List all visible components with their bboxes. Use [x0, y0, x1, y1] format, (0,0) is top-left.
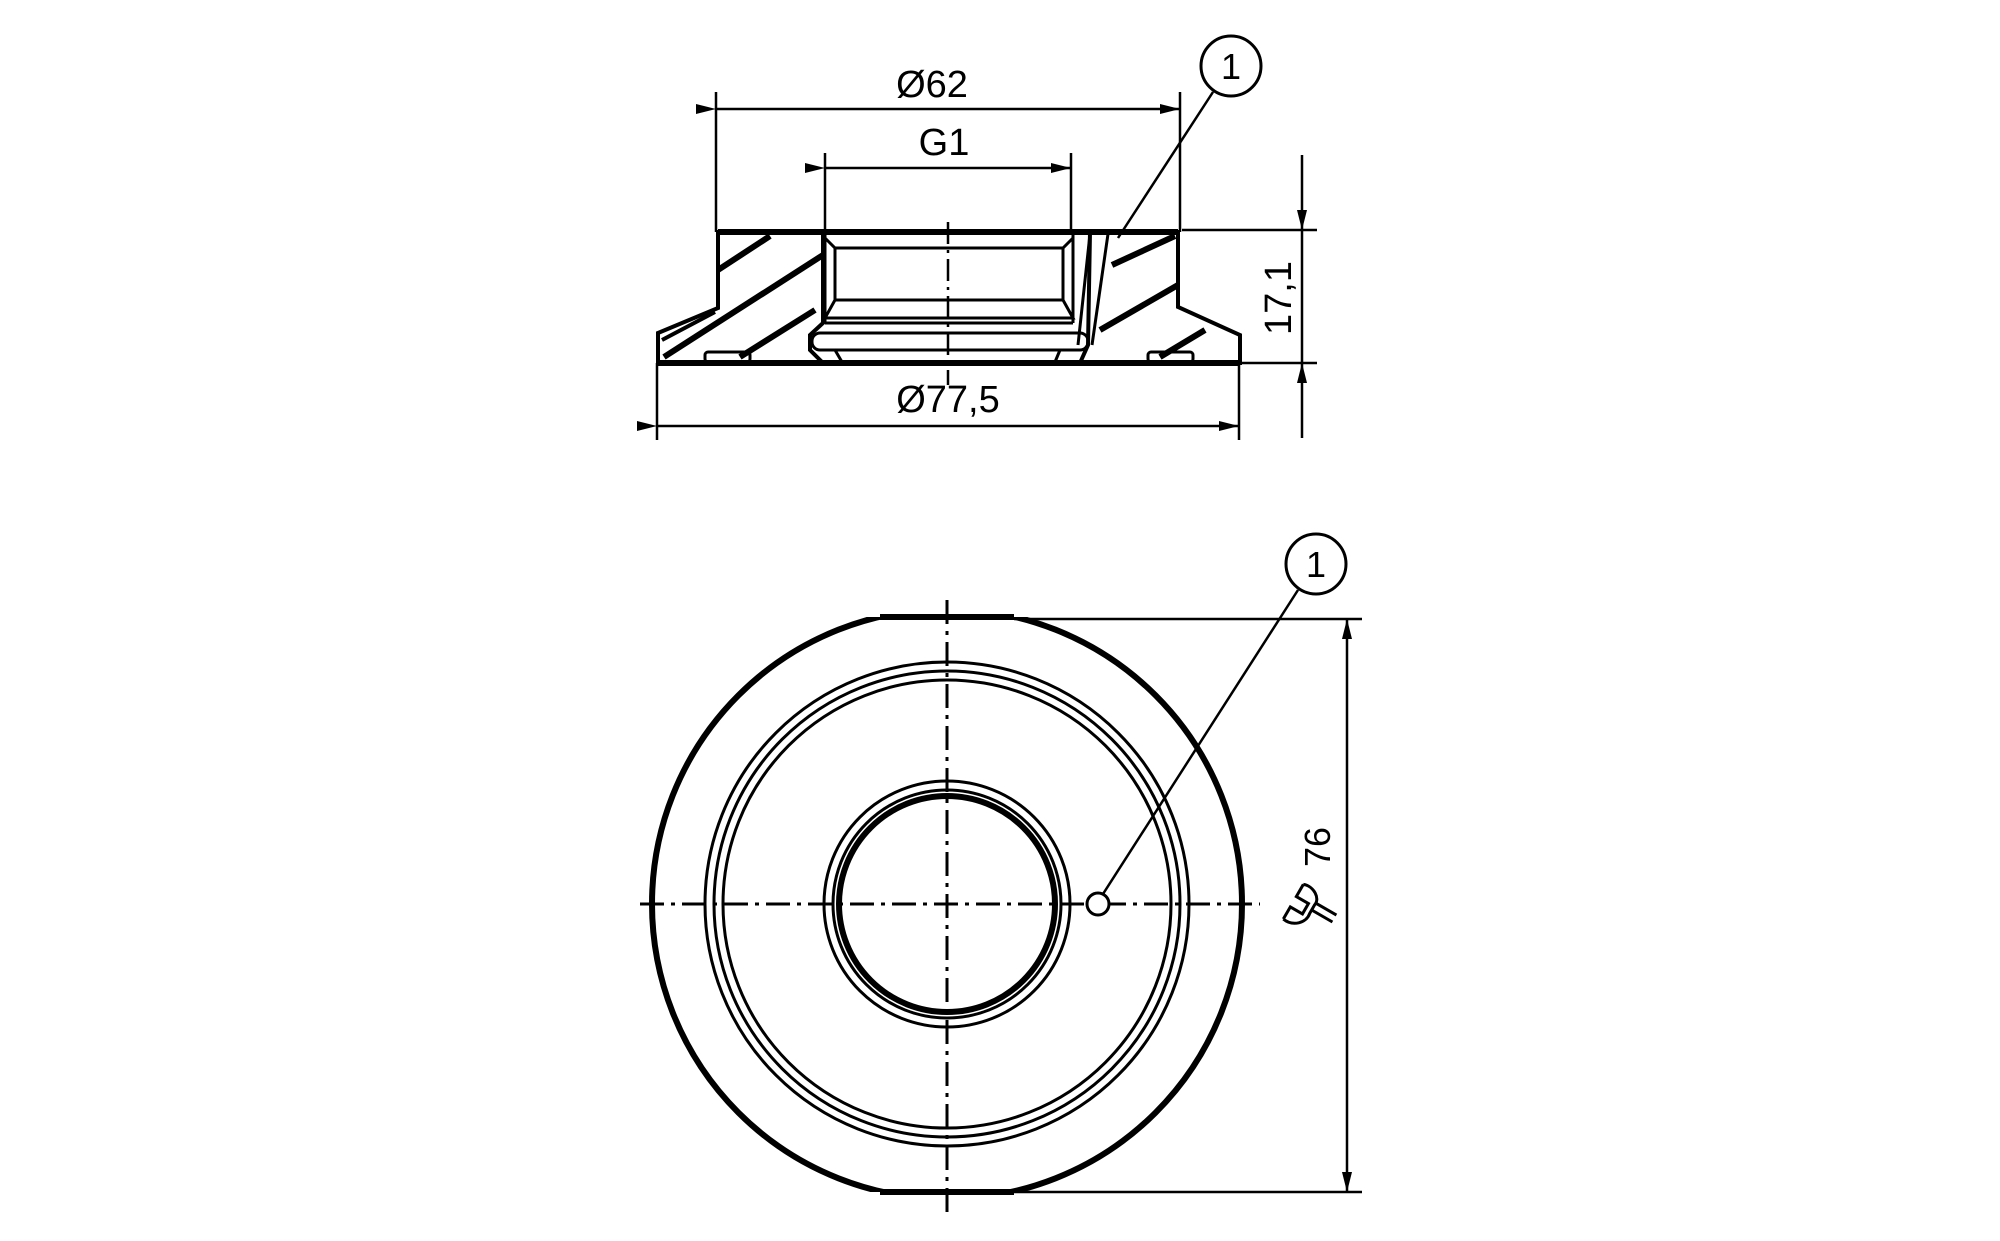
callout-bottom: 1 [1101, 532, 1348, 895]
dim-wrench-size [1014, 617, 1362, 1194]
o-ring [810, 331, 1090, 352]
dim-height [1182, 155, 1317, 438]
gasket-part [1076, 233, 1110, 346]
section-hatch-left [656, 230, 828, 365]
dim-outer-top-diameter-label: Ø62 [896, 64, 968, 106]
vent-hole [1085, 891, 1111, 917]
dim-wrench-size-label: 76 [1297, 827, 1338, 867]
callout-side-label: 1 [1221, 46, 1241, 87]
dim-base-diameter [637, 363, 1241, 440]
dim-thread [805, 153, 1073, 232]
thread-bore [810, 232, 1090, 363]
dim-height-label: 17,1 [1258, 261, 1300, 335]
dim-base-diameter-label: Ø77,5 [896, 379, 1000, 421]
bottom-view: 1 76 [640, 532, 1362, 1212]
callout-bottom-label: 1 [1306, 544, 1326, 585]
wrench-icon [1282, 882, 1338, 925]
side-section-view: Ø62 G1 Ø77,5 17,1 1 [637, 34, 1317, 440]
dim-outer-top-diameter [696, 92, 1182, 232]
dim-thread-label: G1 [919, 122, 970, 164]
callout-side: 1 [1116, 34, 1263, 239]
